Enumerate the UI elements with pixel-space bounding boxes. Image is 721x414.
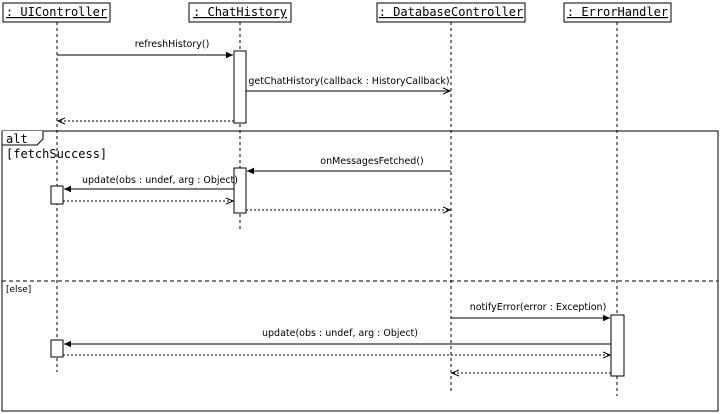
message-get-chat-history-label: getChatHistory(callback : HistoryCallbac…: [248, 76, 449, 87]
participant-database-controller: : DatabaseController: [376, 2, 526, 23]
message-update-success: update(obs : undef, arg : Object): [64, 175, 238, 193]
alt-fragment-tab: [1, 131, 44, 146]
participant-error-handler: : ErrorHandler: [563, 2, 672, 23]
guard-fetch-success: [fetchSuccess]: [6, 147, 107, 161]
alt-fragment: alt [fetchSuccess] [else]: [1, 130, 719, 412]
message-on-messages-fetched: onMessagesFetched(): [247, 156, 451, 175]
message-refresh-history: refreshHistory(): [57, 39, 233, 59]
activation-ui-controller-1: [50, 185, 64, 205]
message-update-success-label: update(obs : undef, arg : Object): [82, 175, 238, 186]
message-on-messages-fetched-label: onMessagesFetched(): [320, 156, 423, 167]
participant-chat-history: : ChatHistory: [188, 2, 292, 23]
message-refresh-history-label: refreshHistory(): [135, 39, 210, 50]
participant-ui-controller: : UIController: [2, 2, 111, 23]
guard-else: [else]: [6, 285, 31, 295]
activation-error-handler: [610, 314, 625, 377]
activation-chat-history-1: [233, 50, 247, 124]
alt-operator-label: alt: [6, 132, 28, 146]
participant-error-handler-label: : ErrorHandler: [567, 5, 668, 19]
message-update-error-label: update(obs : undef, arg : Object): [262, 328, 418, 339]
participant-database-controller-label: : DatabaseController: [379, 5, 524, 19]
message-notify-error: notifyError(error : Exception): [451, 302, 610, 322]
activation-ui-controller-2: [50, 339, 64, 358]
message-update-error: update(obs : undef, arg : Object): [64, 328, 611, 348]
message-get-chat-history: getChatHistory(callback : HistoryCallbac…: [246, 76, 450, 91]
participant-ui-controller-label: : UIController: [6, 5, 107, 19]
activation-chat-history-2: [233, 167, 247, 214]
participant-chat-history-label: : ChatHistory: [193, 5, 287, 19]
message-notify-error-label: notifyError(error : Exception): [470, 302, 607, 313]
